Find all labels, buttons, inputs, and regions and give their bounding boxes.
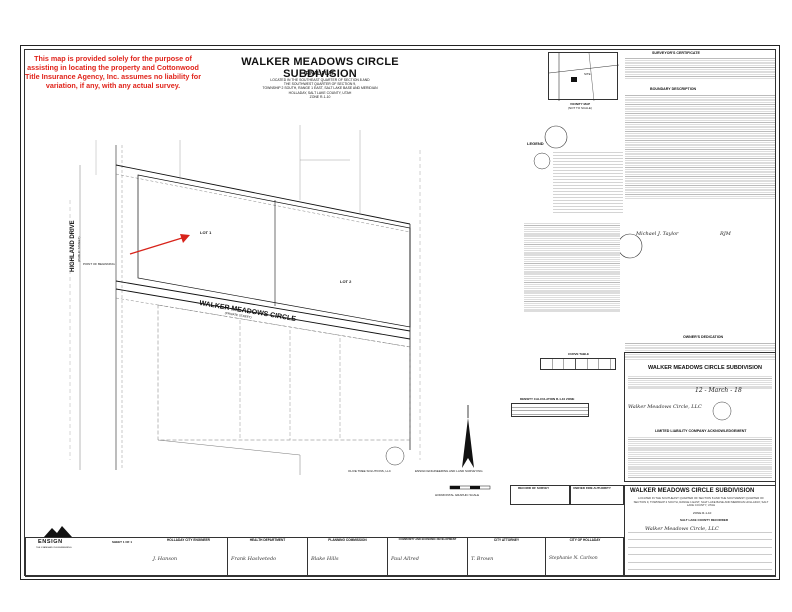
legend-title: LEGEND	[527, 141, 544, 146]
approval-cell-head: CITY ATTORNEY	[493, 538, 520, 542]
approval-cell-head: HOLLADAY CITY ENGINEER	[167, 538, 210, 542]
curve-table	[540, 358, 616, 370]
bottom-title-desc: LOCATED IN THE SOUTHEAST QUARTER OF SECT…	[633, 497, 769, 507]
approval-cell-head: CITY OF HOLLADAY	[569, 538, 601, 542]
highland-drive-sub: (PUBLIC STREET)	[77, 236, 81, 262]
title-block-strip	[25, 537, 624, 577]
approval-cell-head: PLANNING COMMISSION	[328, 538, 367, 542]
dedication-date-signature: 12 - March - 18	[695, 387, 742, 394]
location-line-5: ZONE R-1-10	[309, 94, 331, 99]
approval-cells: HOLLADAY CITY ENGINEER J. Hanson HEALTH …	[150, 537, 624, 577]
sheet-number: SHEET 1 OF 1	[112, 540, 133, 544]
disclaimer-note: This map is provided solely for the purp…	[24, 54, 201, 90]
sheet-inner-border	[24, 49, 776, 576]
approval-cell-community: COMMUNITY AND ECONOMIC DEVELOPMENT Paul …	[388, 537, 468, 577]
ensign-logo-text: ENSIGN	[38, 539, 63, 545]
bottom-title-zone: ZONE R-1-10	[693, 511, 712, 515]
approval-cell-signature: Stephanie N. Carlson	[549, 556, 598, 561]
surveyor-certificate-text	[625, 57, 775, 79]
ensign-logo-sub: THE STANDARD IN ENGINEERING	[36, 547, 72, 549]
approval-cell-city: CITY OF HOLLADAY Stephanie N. Carlson	[546, 537, 624, 577]
approval-cell-signature: T. Brown	[471, 556, 494, 562]
vicinity-map-sub: (NOT TO SCALE)	[568, 106, 592, 110]
plat-location: LOCATED IN THE SOUTHEAST QUARTER OF SECT…	[215, 78, 425, 99]
graphic-scale-label: HORIZONTAL GRAPHIC SCALE	[435, 493, 480, 497]
location-line-3: TOWNSHIP 2 SOUTH, RANGE 1 EAST, SALT LAK…	[262, 86, 378, 91]
surveyor-signature: Michael J. Taylor	[636, 231, 679, 237]
developer-name: OLIVE TREE SOLUTIONS, LLC	[348, 469, 391, 473]
llc-acknowledgement-title: LIMITED LIABILITY COMPANY ACKNOWLEDGEMEN…	[655, 429, 747, 433]
location-line-1: LOCATED IN THE SOUTHEAST QUARTER OF SECT…	[270, 78, 370, 82]
approval-cell-signature: Frank Haslvetedo	[231, 556, 277, 562]
lot-1-label: LOT 1	[200, 230, 212, 235]
point-of-beginning: POINT OF BEGINNING	[83, 262, 115, 266]
recorder-signature: Walker Meadows Circle, LLC	[645, 526, 719, 532]
recorder-lines	[628, 525, 772, 573]
general-notes	[524, 222, 620, 312]
approval-cell-head: HEALTH DEPARTMENT	[249, 538, 286, 542]
dedication-panel-title: WALKER MEADOWS CIRCLE SUBDIVISION	[648, 365, 762, 371]
density-table-title: DENSITY CALCULATION R-1-10 ZONE	[520, 397, 575, 401]
approval-cell-signature: J. Hanson	[153, 556, 178, 562]
owner-dedication-text	[625, 342, 775, 360]
vicinity-roads	[548, 52, 620, 102]
llc-acknowledgement-text	[628, 436, 772, 478]
vicinity-site-label: SITE	[584, 72, 591, 76]
bottom-title-panel	[624, 485, 776, 577]
boundary-description-text	[625, 94, 775, 199]
plat-sheet	[20, 45, 780, 580]
record-of-survey-title: RECORD OF SURVEY	[518, 486, 550, 490]
lot-2-label: LOT 2	[340, 279, 352, 284]
approval-cell-engineer: HOLLADAY CITY ENGINEER J. Hanson	[150, 537, 228, 577]
dedication-owner-signature: Walker Meadows Circle, LLC	[628, 404, 702, 410]
vicinity-map	[548, 52, 620, 102]
owner-dedication-title: OWNER'S DEDICATION	[683, 335, 724, 339]
plat-subtitle: FINAL PLAT	[305, 71, 335, 77]
density-table	[511, 403, 589, 417]
approval-cell-signature: Blake Hills	[311, 556, 339, 562]
record-of-survey-box	[510, 485, 570, 505]
fire-authority-title: UNIFIED FIRE AUTHORITY	[573, 486, 611, 490]
surveyor-initials: RJM	[720, 231, 731, 237]
location-line-4: HOLLADAY, SALT LAKE COUNTY, UTAH	[288, 90, 352, 95]
vicinity-map-label: VICINITY MAP	[570, 102, 591, 106]
highland-drive-label: HIGHLAND DRIVE	[70, 220, 76, 272]
approval-cell-attorney: CITY ATTORNEY T. Brown	[468, 537, 546, 577]
plat-title: WALKER MEADOWS CIRCLE SUBDIVISION	[241, 56, 399, 80]
location-line-2: THE SOUTHWEST QUARTER OF SECTION 9,	[283, 82, 357, 87]
surveyor-certificate-title: SURVEYOR'S CERTIFICATE	[652, 51, 700, 55]
approval-cell-planning: PLANNING COMMISSION Blake Hills	[308, 537, 388, 577]
bottom-title: WALKER MEADOWS CIRCLE SUBDIVISION	[630, 488, 755, 494]
dedication-panel	[624, 352, 776, 482]
boundary-description-title: BOUNDARY DESCRIPTION	[650, 87, 697, 91]
county-recorder-label: SALT LAKE COUNTY RECORDER	[680, 518, 729, 522]
legend-body	[553, 150, 623, 215]
curve-table-title: CURVE TABLE	[568, 352, 590, 356]
fire-authority-box	[570, 485, 624, 505]
approval-cell-health: HEALTH DEPARTMENT Frank Haslvetedo	[228, 537, 308, 577]
approval-cell-signature: Paul Allred	[391, 556, 419, 562]
dedication-panel-text	[628, 375, 772, 389]
survey-firm: ENSIGN ENGINEERING AND LAND SURVEYING	[415, 469, 483, 473]
approval-cell-head: COMMUNITY AND ECONOMIC DEVELOPMENT	[398, 538, 457, 541]
